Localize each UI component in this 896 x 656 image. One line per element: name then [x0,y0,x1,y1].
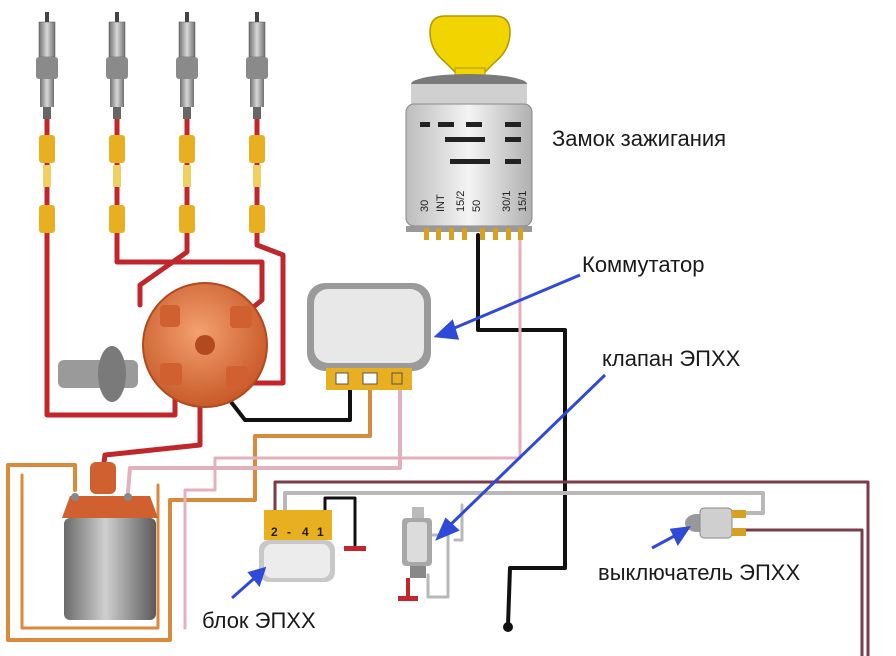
wires [6,115,870,656]
label-block: блок ЭПХХ [202,608,316,633]
black-wire-1 [226,386,352,422]
spark-plug-2 [106,12,128,233]
grey-wire-1 [283,491,765,517]
key-icon [429,15,511,73]
orange-wire-2 [20,473,160,630]
ground-terminal-valve [398,596,418,601]
block-pin-label: - [287,525,291,539]
orange-wire-1 [6,386,372,642]
pink-wire-1 [126,386,402,494]
black-wire-2 [476,233,567,627]
commutator-module [307,283,431,390]
pink-wire-2 [183,238,522,630]
ephh-switch [685,507,746,539]
lock-terminal-label: 15/2 [455,190,467,212]
lock-terminal-label: INT [435,194,447,212]
callout-arrows [231,273,692,600]
block-pin-label: 2 [271,525,278,539]
block-pin-label: 4 [302,525,309,539]
vacuum-corrector-cap [98,346,126,402]
valve-ground-stem [406,578,410,598]
label-ignition-lock: Замок зажигания [552,126,727,151]
ground-terminal-block [344,546,366,551]
block-pin-label: 1 [317,525,324,539]
hv-wire-4 [229,115,286,386]
ignition-coil [62,462,158,620]
lock-terminal-label: 30 [419,199,431,212]
lock-terminal-label: 30/1 [501,190,513,212]
arrow-valve [443,373,607,532]
block-ground-wire [323,496,357,547]
ephh-block [259,510,335,582]
lock-terminal-label: 50 [471,199,483,212]
grey-wire-3 [453,503,464,542]
brown-wire-2 [738,528,864,656]
ground-point [503,622,513,632]
label-valve: клапан ЭПХХ [602,346,741,371]
distributor [58,282,268,408]
spark-plug-1 [36,12,58,233]
spark-plugs [36,12,268,233]
label-switch: выключатель ЭПХХ [598,560,801,585]
spark-plug-4 [246,12,268,233]
ephh-valve [402,507,432,578]
arrow-commutator [444,273,581,334]
spark-plug-3 [176,12,198,233]
ignition-lock [405,15,533,240]
label-commutator: Коммутатор [582,252,705,277]
lock-terminal-label: 15/1 [517,190,529,212]
